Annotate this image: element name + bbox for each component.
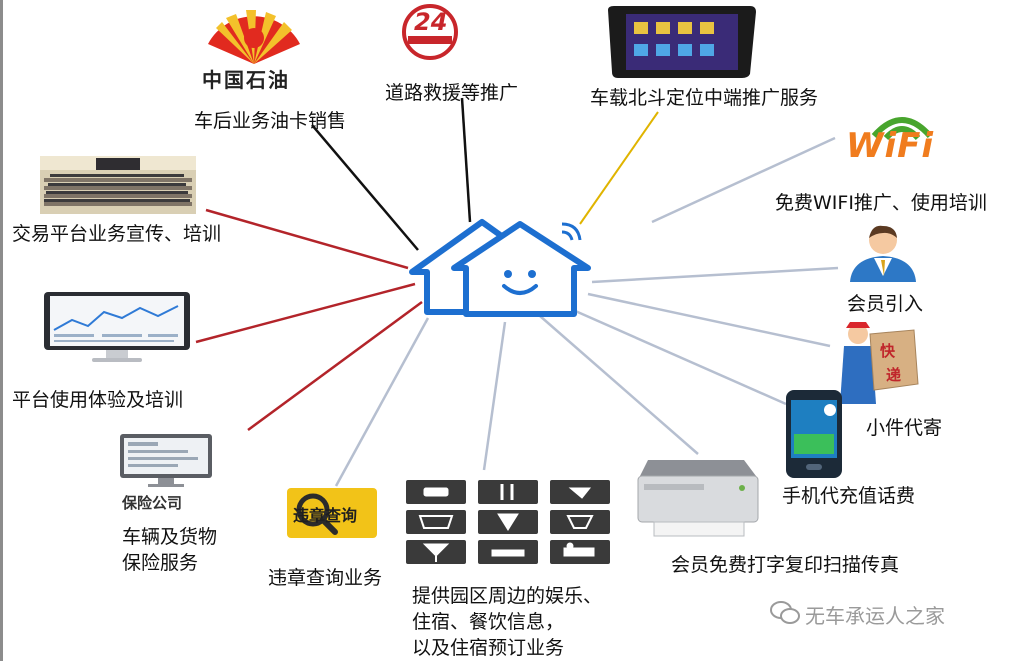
label-insurance-line2: 保险服务 [122, 550, 198, 576]
label-platform-exp: 平台使用体验及培训 [12, 387, 183, 413]
wifi-logo-icon: WiFi [840, 110, 964, 172]
violation-query-icon-text: 违章查询 [293, 502, 357, 526]
rescue-24h-logo-text: 24 [414, 8, 447, 36]
courier-box-char-1: 快 [880, 340, 895, 361]
link-parcel [588, 294, 830, 346]
insurance-monitor-icon: 保险公司 [112, 432, 220, 518]
member-avatar-icon [846, 224, 920, 282]
label-services-line3: 以及住宿预订业务 [412, 635, 564, 661]
conference-room-image [40, 156, 196, 214]
link-platform-exp [196, 284, 415, 342]
label-insurance-line1: 车辆及货物 [122, 524, 217, 550]
label-beidou: 车载北斗定位中端推广服务 [590, 85, 818, 111]
label-parcel: 小件代寄 [866, 415, 942, 441]
car-navigation-device-icon [604, 4, 760, 80]
label-services-line1: 提供园区周边的娱乐、 [412, 583, 602, 609]
wechat-icon [770, 600, 800, 626]
label-wifi: 免费WIFI推广、使用培训 [775, 190, 987, 216]
label-phone: 手机代充值话费 [782, 483, 915, 509]
trading-monitor-icon [42, 290, 192, 364]
watermark-text: 无车承运人之家 [805, 600, 945, 629]
courier-box-char-2: 递 [886, 364, 901, 385]
link-services [484, 322, 505, 470]
petrochina-logo-text: 中国石油 [202, 64, 290, 93]
wifi-logo-text: WiFi [846, 126, 934, 166]
petrochina-logo-icon: 中国石油 [196, 4, 312, 94]
link-road-rescue [462, 98, 470, 222]
insurance-monitor-caption: 保险公司 [122, 492, 182, 513]
label-road-rescue: 道路救援等推广 [385, 80, 518, 106]
courier-delivery-icon: 快 递 [836, 320, 920, 404]
label-fuel-card: 车后业务油卡销售 [194, 108, 346, 134]
link-members [592, 268, 838, 282]
smart-home-hub-icon [402, 212, 598, 324]
link-violation [336, 318, 428, 486]
printer-icon [634, 456, 762, 542]
label-trading: 交易平台业务宣传、培训 [12, 221, 221, 247]
link-trading [206, 210, 408, 268]
mobile-phone-icon [784, 388, 844, 480]
label-print: 会员免费打字复印扫描传真 [671, 552, 899, 578]
services-icon-grid [406, 476, 612, 566]
link-beidou [580, 112, 658, 224]
violation-query-icon: 违章查询 [287, 488, 377, 538]
label-services-line2: 住宿、餐饮信息， [412, 609, 564, 635]
label-members: 会员引入 [847, 291, 923, 317]
rescue-24h-logo-icon: 24 [396, 2, 464, 64]
label-violation: 违章查询业务 [268, 565, 382, 591]
link-print [540, 316, 698, 454]
